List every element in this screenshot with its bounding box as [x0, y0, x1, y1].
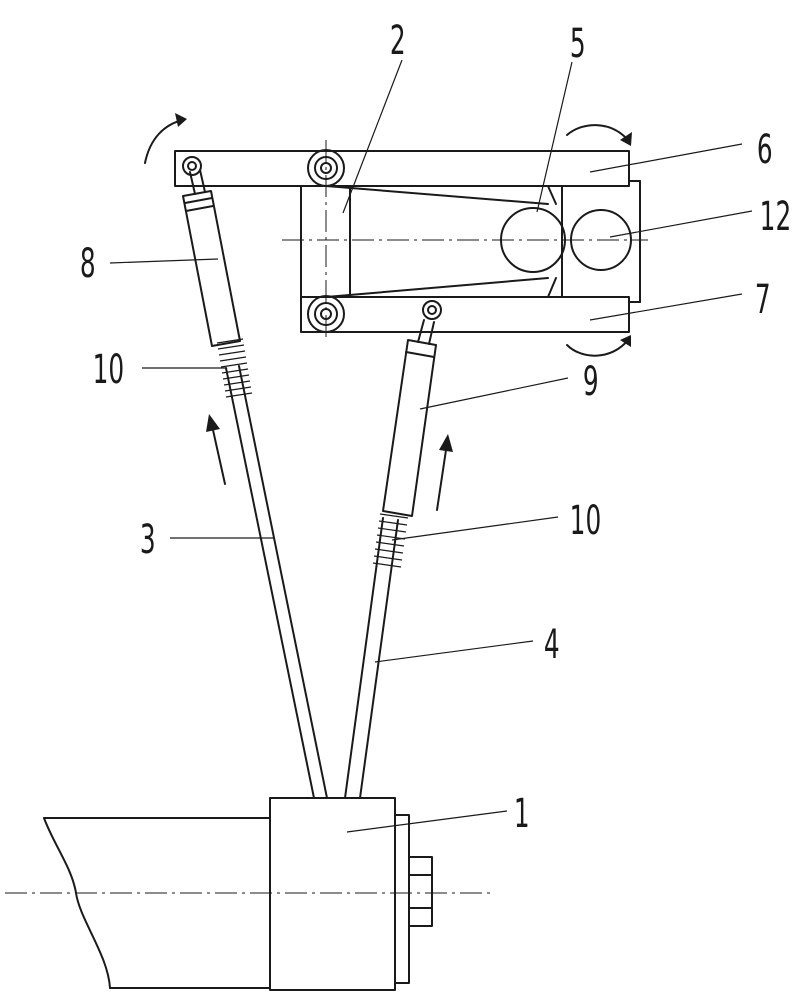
label-8: 8 — [80, 240, 96, 287]
label-5: 5 — [570, 20, 586, 67]
lower-arm-7 — [301, 297, 629, 332]
rod-4 — [345, 518, 398, 798]
rotation-arrow-arm-6-icon — [567, 125, 632, 146]
label-9: 9 — [583, 358, 599, 405]
leader-lines — [110, 60, 752, 832]
label-4: 4 — [544, 621, 560, 668]
motion-arrow-right-icon — [437, 434, 453, 510]
motion-arrow-left-icon — [206, 414, 225, 484]
upper-arm-6 — [175, 151, 629, 186]
cylinder-9 — [383, 301, 441, 516]
label-6: 6 — [757, 126, 773, 173]
hub-block-1 — [270, 798, 432, 990]
rotation-arrow-left-icon — [145, 113, 187, 163]
rotation-arrow-arm-7-icon — [567, 335, 631, 356]
label-10-right: 10 — [570, 497, 602, 544]
label-1: 1 — [514, 790, 530, 837]
shaft-body — [44, 818, 270, 988]
label-3: 3 — [140, 516, 156, 563]
label-7: 7 — [755, 276, 771, 323]
label-12: 12 — [760, 193, 792, 240]
label-10-left: 10 — [93, 346, 125, 393]
roller-5 — [326, 186, 565, 297]
label-2: 2 — [390, 17, 406, 64]
rod-3 — [226, 366, 327, 798]
